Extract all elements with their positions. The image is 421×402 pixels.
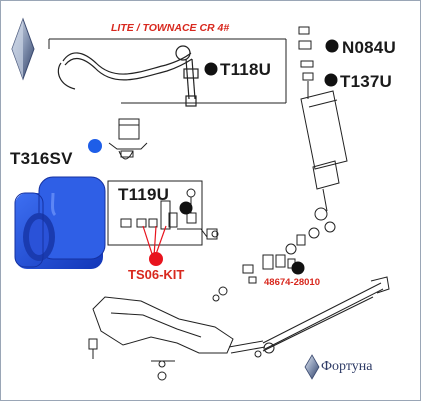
brand-logo-icon [11,17,35,81]
marker-oem-number [291,261,305,275]
shock-absorber [212,26,348,302]
stabilizer-bar-box [48,38,287,104]
diagram-title: LITE / TOWNACE CR 4# [111,22,230,34]
ts06-leader-lines [142,225,167,258]
marker-t137u [324,73,338,87]
part-label-ts06-kit: TS06-KIT [128,267,185,282]
brand-name: Фортуна [321,359,373,374]
marker-t119u [179,201,193,215]
marker-ts06-kit [149,252,163,266]
brand-logo-small-icon [304,354,320,380]
lower-control-arm [88,276,390,381]
stabilizer-bar [57,45,199,107]
t316sv-bracket [108,118,148,160]
part-label-t119u: T119U [118,185,170,204]
part-label-t137u: T137U [340,72,393,91]
marker-t118u [204,62,218,76]
part-label-n084u: N084U [342,38,396,57]
part-label-oem-number: 48674-28010 [264,277,320,288]
marker-t316sv [88,139,102,153]
stabilizer-bushing-render [14,176,106,269]
marker-n084u [325,39,339,53]
part-label-t118u: T118U [220,60,272,79]
part-label-t316sv: T316SV [10,149,73,168]
